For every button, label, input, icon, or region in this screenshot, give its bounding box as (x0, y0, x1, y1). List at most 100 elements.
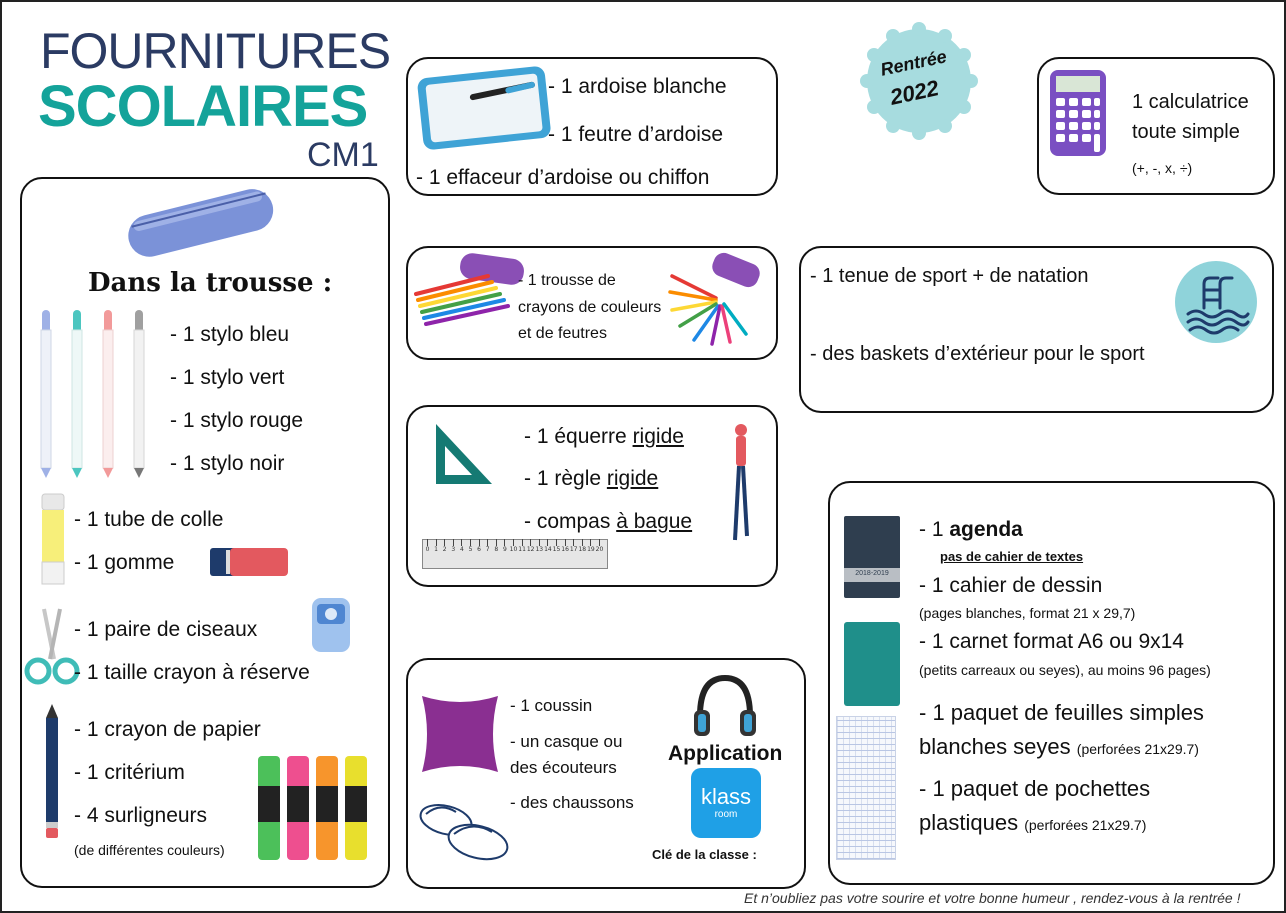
calculator-icon (1050, 70, 1106, 156)
item-stylo-bleu: - 1 stylo bleu (170, 323, 290, 346)
notebook-icon (844, 622, 900, 706)
ruler-tick (513, 539, 514, 546)
feuilles-note: (perforées 21x29.7) (1076, 741, 1199, 757)
agenda-note: pas de cahier de textes (940, 549, 1084, 564)
glue-stick-icon (41, 493, 65, 585)
item-gomme: - 1 gomme (74, 551, 175, 574)
calculatrice-ops: (+, -, x, ÷) (1132, 160, 1193, 176)
carnet-note: (petits carreaux ou seyes), au moins 96 … (919, 662, 1211, 678)
item-feutre-ardoise: - 1 feutre d’ardoise (548, 123, 724, 146)
item-chaussons: - des chaussons (510, 793, 634, 812)
item-taille-crayon: - 1 taille crayon à réserve (74, 661, 310, 684)
ruler-tick-label: 17 (569, 546, 578, 553)
regle-emphasis: rigide (606, 467, 659, 490)
agenda-emphasis: agenda (949, 518, 1023, 541)
pochettes-plastiques: plastiques (919, 810, 1019, 835)
ruler-tick-label: 9 (502, 546, 507, 553)
agenda-cover-year: 2018-2019 (855, 570, 889, 577)
pencil-icon (46, 704, 58, 838)
compass-icon (733, 424, 749, 541)
ruler-tick-label: 4 (459, 546, 464, 553)
ruler-tick-label: 16 (561, 546, 569, 553)
ruler-tick-label: 20 (595, 546, 604, 553)
item-baskets: - des baskets d’extérieur pour le sport (810, 343, 1145, 365)
headphones-icon (694, 674, 756, 736)
eraser-icon (210, 548, 288, 576)
ruler-tick-label: 0 (425, 546, 430, 553)
cahier-dessin-note: (pages blanches, format 21 x 29,7) (919, 605, 1136, 621)
calculatrice-line2: toute simple (1132, 121, 1240, 143)
item-compas: - compas à bague (524, 511, 692, 532)
item-criterium: - 1 critérium (74, 761, 185, 784)
app-label: Application (668, 742, 783, 765)
cushion-icon (422, 696, 498, 772)
trousse-couleurs-line2: crayons de couleurs (518, 299, 662, 316)
pens-icon (40, 310, 145, 478)
item-ardoise: - 1 ardoise blanche (548, 75, 727, 98)
ruler-tick (444, 539, 446, 546)
agenda-label: - 1 (919, 518, 950, 541)
item-equerre: - 1 équerre rigide (524, 426, 684, 447)
item-stylo-rouge: - 1 stylo rouge (170, 409, 304, 432)
ruler-tick (478, 539, 480, 546)
seyes-paper-icon (836, 716, 896, 860)
item-effaceur: - 1 effaceur d’ardoise ou chiffon (416, 166, 710, 189)
title-fournitures: FOURNITURES (40, 23, 391, 79)
ruler-tick-label: 6 (477, 546, 481, 553)
item-casque: - un casque ou (510, 732, 623, 751)
footer-message: Et n’oubliez pas votre sourire et votre … (744, 890, 1241, 906)
title-scolaires: SCOLAIRES (38, 74, 368, 139)
item-stylo-vert: - 1 stylo vert (170, 366, 285, 389)
swimming-icon (1175, 261, 1257, 343)
item-colle: - 1 tube de colle (74, 508, 224, 531)
equerre-emphasis: rigide (632, 425, 684, 448)
ruler-tick-label: 2 (442, 546, 447, 553)
highlighters-icon (258, 756, 367, 860)
ruler-tick-label: 3 (451, 546, 456, 553)
ruler-tick (547, 539, 549, 546)
ruler-tick (538, 539, 540, 546)
ruler-tick (556, 539, 557, 546)
item-tenue-sport: - 1 tenue de sport + de natation (810, 265, 1089, 287)
ruler-tick-label: 15 (552, 546, 561, 553)
item-crayon-papier: - 1 crayon de papier (74, 718, 261, 741)
pochettes-note: (perforées 21x29.7) (1024, 817, 1147, 833)
rentree-badge-icon (860, 22, 978, 140)
ruler-tick-label: 13 (535, 546, 544, 553)
compas-emphasis: à bague (616, 510, 693, 533)
trousse-couleurs-line3: et de feutres (518, 325, 607, 342)
item-ciseaux: - 1 paire de ciseaux (74, 618, 258, 641)
ruler-tick-label: 12 (526, 546, 535, 553)
whiteboard-icon (417, 66, 551, 150)
ruler-tick-label: 10 (509, 546, 518, 553)
pencil-case-icon (128, 189, 274, 257)
ruler-tick (461, 539, 463, 546)
ruler-tick-label: 19 (587, 546, 595, 553)
item-pochettes: - 1 paquet de pochettes (919, 776, 1151, 801)
ruler-tick-label: 7 (485, 546, 490, 553)
ruler-tick (427, 539, 428, 546)
regle-label: - 1 règle (524, 467, 607, 490)
klassroom-logo: klass room (691, 768, 761, 838)
ruler-tick (495, 539, 497, 546)
felt-pens-icon (668, 252, 760, 346)
colored-pencils-icon (414, 253, 524, 326)
ruler-tick (504, 539, 506, 546)
ruler-tick-label: 8 (494, 546, 499, 553)
ruler-tick (599, 539, 600, 546)
item-surligneurs: - 4 surligneurs (74, 804, 208, 827)
item-stylo-noir: - 1 stylo noir (170, 452, 285, 475)
ruler-tick (590, 539, 592, 546)
ruler-tick-label: 18 (578, 546, 587, 553)
trousse-couleurs-line1: - 1 trousse de (518, 272, 616, 289)
sharpener-icon (312, 598, 350, 652)
item-cahier-dessin: - 1 cahier de dessin (919, 574, 1103, 597)
class-level: CM1 (307, 136, 379, 174)
equerre-label: - 1 équerre (524, 425, 633, 448)
ruler-tick (530, 539, 532, 546)
slippers-icon (419, 804, 509, 861)
ruler-tick-label: 14 (544, 546, 552, 553)
item-feuilles: - 1 paquet de feuilles simples (919, 700, 1204, 725)
